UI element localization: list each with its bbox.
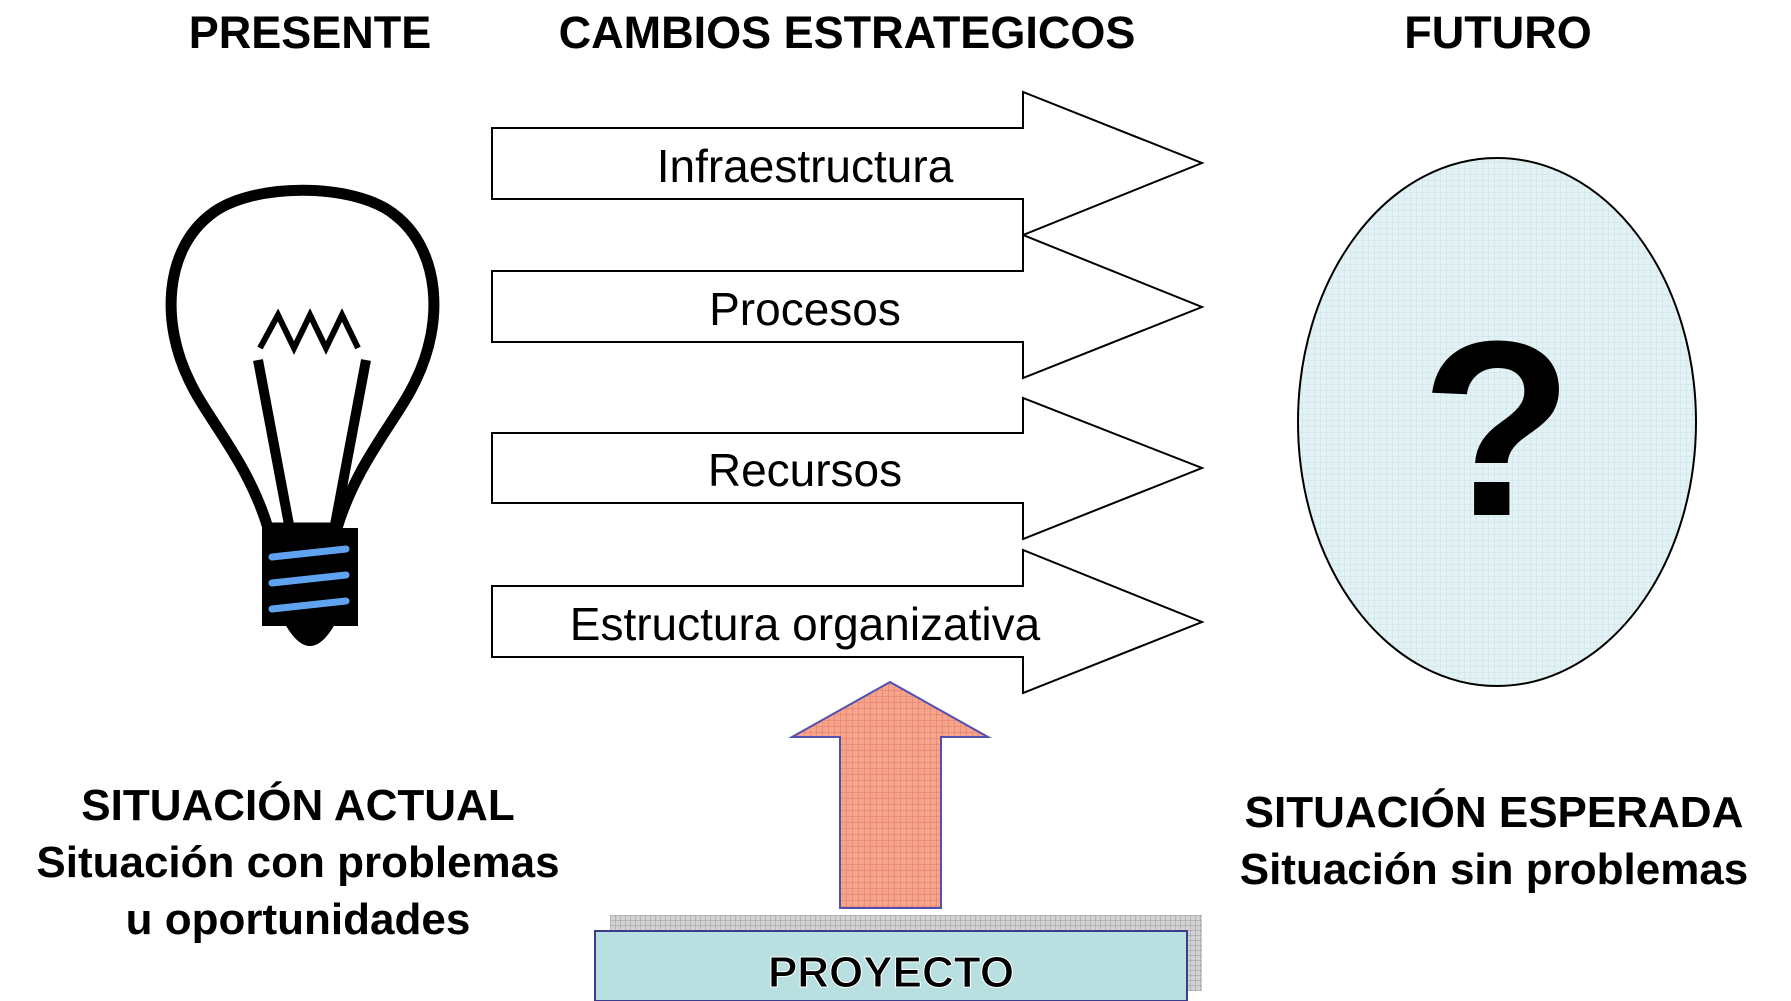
expected-situation-title: SITUACIÓN ESPERADA [1245, 787, 1744, 837]
future-oval: ? [1297, 157, 1697, 687]
heading-strategic-changes: CAMBIOS ESTRATEGICOS [559, 7, 1136, 58]
question-mark-icon: ? [1421, 289, 1574, 568]
light-bulb-icon [165, 184, 440, 646]
heading-present: PRESENTE [189, 7, 432, 58]
project-box [594, 930, 1188, 1001]
expected-situation-line1: Situación sin problemas [1240, 845, 1749, 894]
up-arrow-icon [788, 680, 992, 909]
arrow-label-recursos: Recursos [708, 444, 902, 496]
current-situation-title: SITUACIÓN ACTUAL [81, 780, 514, 830]
arrow-recursos: Recursos [491, 396, 1205, 541]
current-situation-line2: u oportunidades [126, 895, 471, 944]
arrow-label-procesos: Procesos [709, 283, 901, 335]
arrow-label-infraestructura: Infraestructura [657, 140, 954, 192]
arrow-estructura-organizativa: Estructura organizativa [491, 548, 1205, 695]
arrow-label-estructura-organizativa: Estructura organizativa [570, 598, 1041, 650]
project-label: PROYECTO [768, 948, 1014, 997]
current-situation-line1: Situación con problemas [36, 838, 559, 887]
arrow-procesos: Procesos [491, 233, 1205, 380]
heading-future: FUTURO [1404, 7, 1591, 58]
arrow-infraestructura: Infraestructura [491, 90, 1205, 237]
